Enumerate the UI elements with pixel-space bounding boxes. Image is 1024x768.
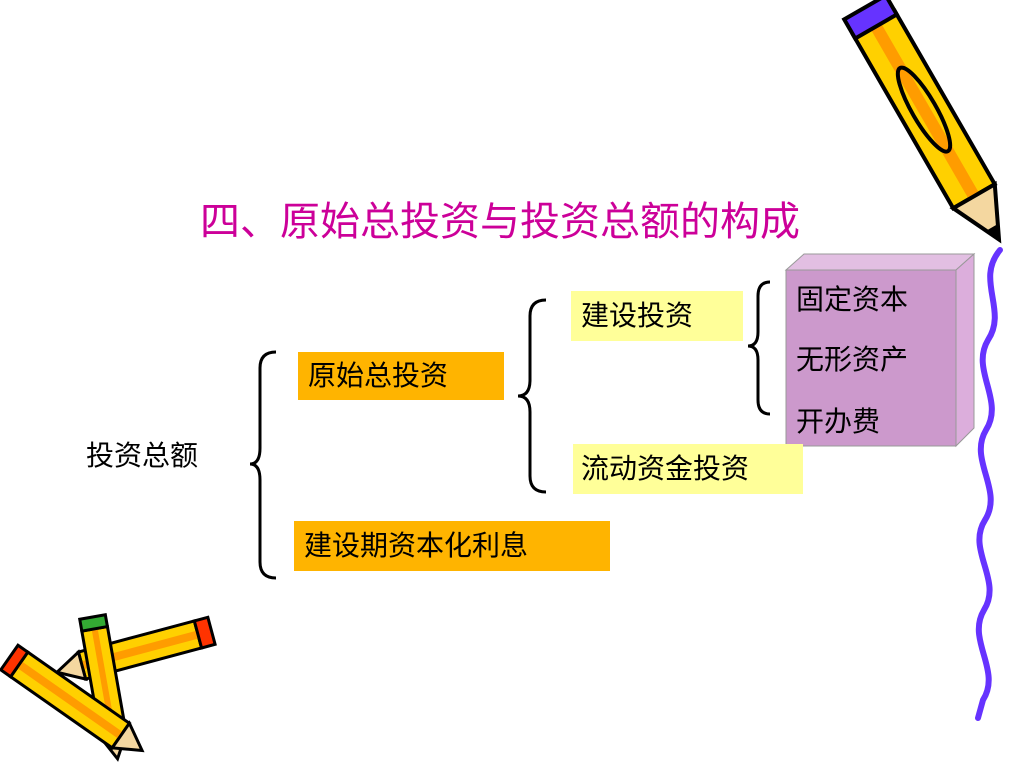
node-startup-costs: 开办费	[796, 405, 881, 438]
node-original-total-investment: 原始总投资	[298, 352, 504, 400]
pencil-icon	[0, 643, 145, 753]
brace-original-investment	[517, 298, 547, 494]
node-intangible-assets: 无形资产	[796, 343, 909, 376]
wavy-line-decoration	[975, 247, 1003, 721]
node-total-investment: 投资总额	[86, 439, 199, 472]
page-title: 四、原始总投资与投资总额的构成	[200, 199, 800, 245]
node-capitalized-interest: 建设期资本化利息	[294, 521, 610, 571]
brace-construction-investment	[747, 280, 771, 416]
pencil-icon	[53, 615, 217, 682]
pencil-icon	[841, 0, 1002, 244]
cube-box	[784, 252, 976, 448]
node-working-capital-investment: 流动资金投资	[573, 444, 803, 494]
node-fixed-capital: 固定资本	[796, 283, 909, 316]
brace-root	[249, 350, 277, 580]
node-construction-investment: 建设投资	[571, 291, 743, 341]
